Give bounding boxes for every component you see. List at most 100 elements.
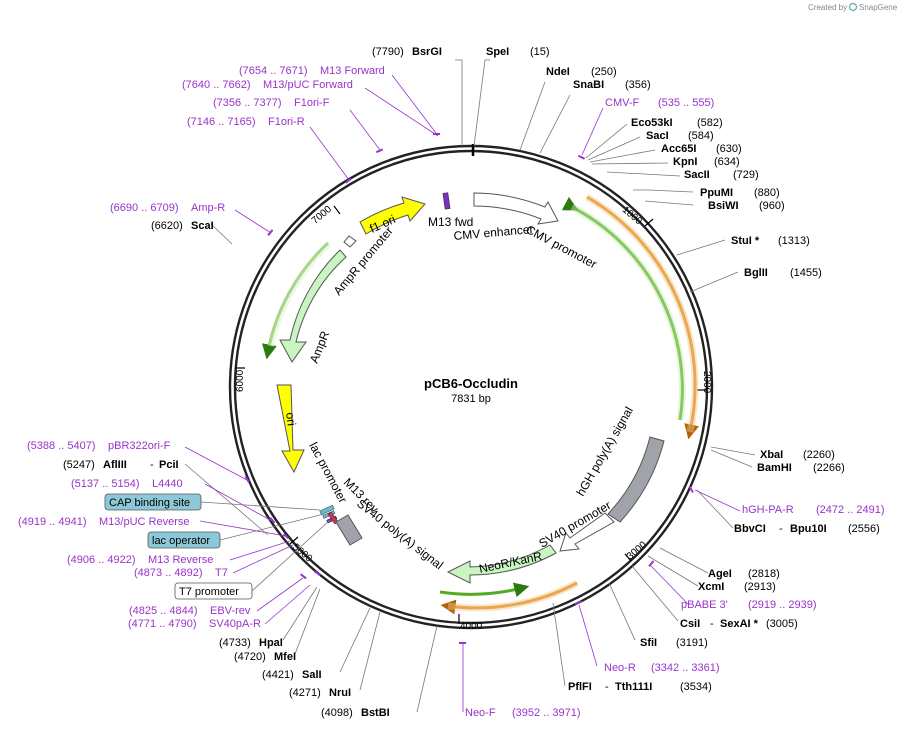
- credit-brand: SnapGene: [859, 3, 898, 12]
- agei-name[interactable]: AgeI: [708, 568, 732, 580]
- csii-sep: -: [710, 618, 714, 630]
- bbvci-sep: -: [779, 523, 783, 535]
- bsrgi-pos: (7790): [372, 46, 404, 58]
- spei-pos: (15): [530, 46, 550, 58]
- bamhi-name[interactable]: BamHI: [757, 462, 792, 474]
- ampr-primer-name[interactable]: Amp-R: [191, 202, 225, 214]
- f1orif-name[interactable]: F1ori-F: [294, 97, 330, 109]
- pflfi-name[interactable]: PflFI: [568, 681, 592, 693]
- m13fwd-name[interactable]: M13 Forward: [320, 65, 385, 77]
- primer-leaders: [184, 74, 741, 712]
- sexai-name[interactable]: SexAI *: [720, 618, 759, 630]
- m13pucrev-name[interactable]: M13/pUC Reverse: [99, 516, 189, 528]
- l4440-range: (5137 .. 5154): [71, 478, 140, 490]
- neof-range: (3952 .. 3971): [512, 707, 581, 719]
- l4440-name[interactable]: L4440: [152, 478, 183, 490]
- m13rev-range: (4906 .. 4922): [67, 554, 136, 566]
- bstbi-name[interactable]: BstBI: [361, 707, 390, 719]
- stui-name[interactable]: StuI *: [731, 235, 760, 247]
- cmv-enhancer-label: CMV enhancer: [453, 222, 534, 243]
- sv40par-name[interactable]: SV40pA-R: [209, 618, 261, 630]
- xbai-pos: (2260): [803, 449, 835, 461]
- cmvf-name[interactable]: CMV-F: [605, 97, 640, 109]
- ori-arrow[interactable]: [276, 384, 305, 474]
- ndei-name[interactable]: NdeI: [546, 66, 570, 78]
- t7-name[interactable]: T7: [215, 567, 228, 579]
- hgh-polya-label: hGH poly(A) signal: [573, 404, 635, 498]
- bpu10i-name[interactable]: Bpu10I: [790, 523, 827, 535]
- csii-name[interactable]: CsiI: [680, 618, 700, 630]
- neof-name[interactable]: Neo-F: [465, 707, 496, 719]
- cmv-promoter-label: CMV promoter: [524, 222, 599, 271]
- m13-fwd-label: M13 fwd: [428, 215, 473, 229]
- m13puc-name[interactable]: M13/pUC Forward: [263, 79, 353, 91]
- f1orir-name[interactable]: F1ori-R: [268, 116, 305, 128]
- f1-ori-arrow[interactable]: [359, 196, 426, 235]
- pbabe3-range: (2919 .. 2939): [748, 599, 817, 611]
- sacii-name[interactable]: SacII: [684, 169, 710, 181]
- sv40-promoter-arrow[interactable]: [559, 512, 615, 552]
- tth111i-name[interactable]: Tth111I: [615, 681, 652, 693]
- neo-orf-orange: [440, 581, 578, 615]
- nrui-pos: (4271): [289, 687, 321, 699]
- ebvrev-name[interactable]: EBV-rev: [210, 605, 251, 617]
- mfei-name[interactable]: MfeI: [274, 651, 296, 663]
- sv40-polya-label: SV40 poly(A) signal: [354, 496, 446, 572]
- bsrgi-name[interactable]: BsrGI: [412, 46, 442, 58]
- t7-promoter-label: T7 promoter: [179, 586, 239, 598]
- mfei-pos: (4720): [234, 651, 266, 663]
- hpai-name[interactable]: HpaI: [259, 637, 283, 649]
- xcmi-name[interactable]: XcmI: [698, 581, 724, 593]
- tick-6000: 6000: [235, 369, 246, 392]
- ori-label: ori: [283, 411, 299, 426]
- bbvci-name[interactable]: BbvCI: [734, 523, 766, 535]
- xbai-name[interactable]: XbaI: [760, 449, 783, 461]
- ampr-promoter-arrow[interactable]: [343, 235, 357, 248]
- m13rev-name[interactable]: M13 Reverse: [148, 554, 213, 566]
- saci-pos: (584): [688, 130, 714, 142]
- sali-name[interactable]: SalI: [302, 669, 322, 681]
- spei-name[interactable]: SpeI: [486, 46, 509, 58]
- ndei-pos: (250): [591, 66, 617, 78]
- cap-binding-feature[interactable]: [319, 504, 335, 516]
- csii-pos: (3005): [766, 618, 798, 630]
- scai-name[interactable]: ScaI: [191, 220, 214, 232]
- bsiwi-name[interactable]: BsiWI: [708, 200, 739, 212]
- acc65i-name[interactable]: Acc65I: [661, 143, 696, 155]
- kpni-pos: (634): [714, 156, 740, 168]
- bsiwi-pos: (960): [759, 200, 785, 212]
- m13fwd-range: (7654 .. 7671): [239, 65, 308, 77]
- bbvci-pos: (2556): [848, 523, 880, 535]
- kpni-name[interactable]: KpnI: [673, 156, 697, 168]
- ppumi-pos: (880): [754, 187, 780, 199]
- nrui-name[interactable]: NruI: [329, 687, 351, 699]
- neor-name[interactable]: Neo-R: [604, 662, 636, 674]
- tick-4000: 4000: [460, 621, 483, 632]
- pbr322-name[interactable]: pBR322ori-F: [108, 440, 171, 452]
- snabi-name[interactable]: SnaBI: [573, 79, 604, 91]
- cmv-promoter-arrow[interactable]: [473, 192, 559, 225]
- sfii-name[interactable]: SfiI: [640, 637, 657, 649]
- bglii-name[interactable]: BglII: [744, 267, 768, 279]
- ampr-label: AmpR: [307, 329, 333, 365]
- aflii-sep: -: [150, 459, 154, 471]
- pcii-name[interactable]: PciI: [159, 459, 179, 471]
- ppumi-name[interactable]: PpuMI: [700, 187, 733, 199]
- agei-pos: (2818): [748, 568, 780, 580]
- enzyme-labels: (7790) BsrGI SpeI (15) NdeI (250) SnaBI …: [63, 46, 880, 719]
- orf-orange-right: [586, 195, 699, 440]
- m13-fwd-feature[interactable]: [442, 192, 451, 210]
- orf-green-right: [561, 196, 684, 421]
- aflii-name[interactable]: AflIII: [103, 459, 127, 471]
- eco53ki-name[interactable]: Eco53kI: [631, 117, 673, 129]
- ampr-arrow[interactable]: [279, 249, 347, 363]
- backbone-outer: [228, 144, 714, 630]
- pbabe3-name[interactable]: pBABE 3': [681, 599, 728, 611]
- hghpar-name[interactable]: hGH-PA-R: [742, 504, 794, 516]
- neokan-arrow[interactable]: [446, 544, 557, 584]
- saci-name[interactable]: SacI: [646, 130, 669, 142]
- sv40-polya-left[interactable]: [335, 514, 363, 546]
- hgh-polya-shape[interactable]: [607, 436, 665, 523]
- sali-pos: (4421): [262, 669, 294, 681]
